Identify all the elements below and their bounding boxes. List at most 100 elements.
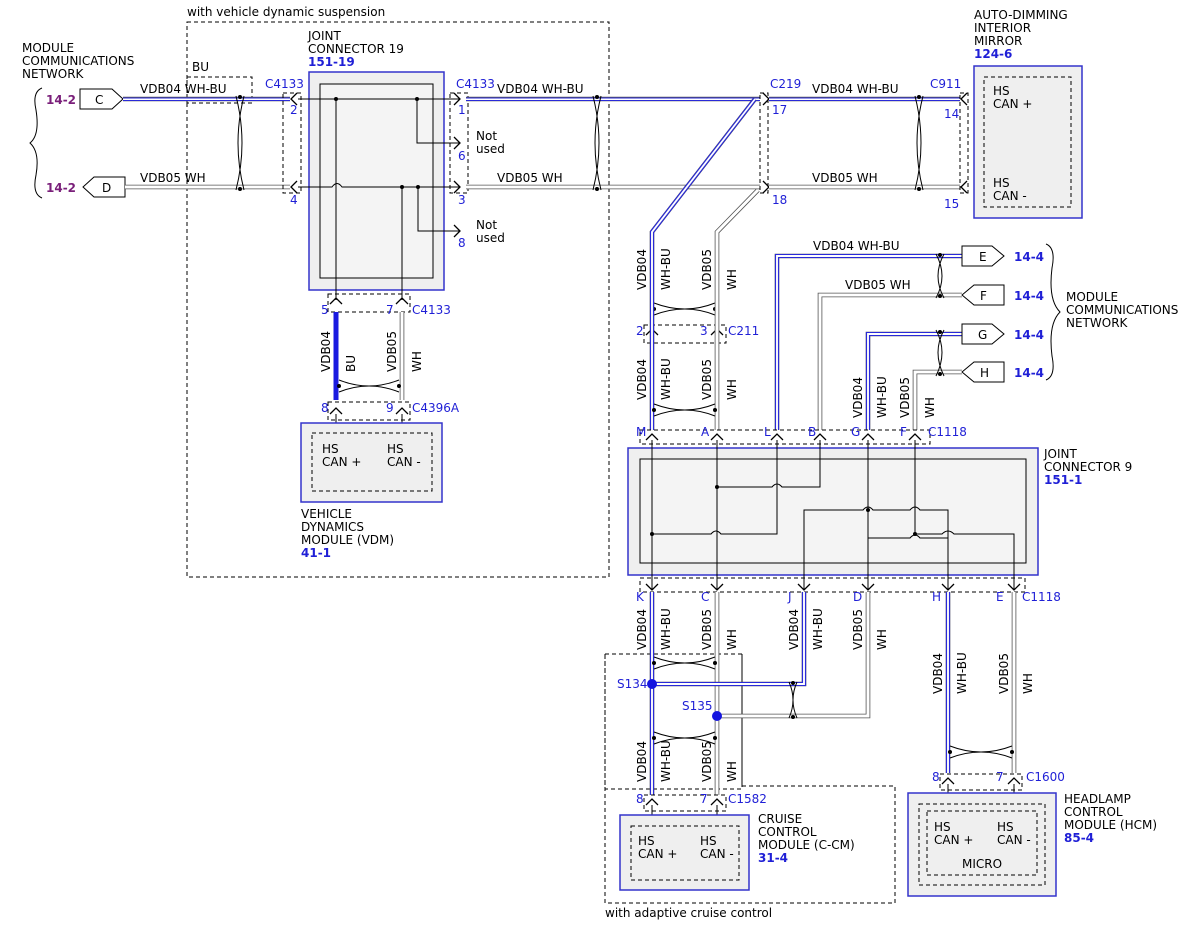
connector-f-letter: F [980, 289, 987, 303]
wire-label-vdb05-h: VDB05 [898, 377, 912, 418]
wire-label-vdb04-j: VDB04 [787, 609, 801, 650]
wire-k-to-ccm [649, 592, 655, 795]
pin-18: 18 [772, 193, 787, 207]
pin-4: 4 [290, 193, 298, 207]
wire-label-vdb05-mid: VDB05 WH [497, 171, 563, 185]
connector-h-arrow [961, 361, 1005, 383]
not-used-6b: used [476, 142, 505, 156]
wire-label-wh-h: WH [923, 397, 937, 418]
wire-label-f: VDB05 WH [845, 278, 911, 292]
twist-hcm [949, 745, 1013, 759]
connector-c-letter: C [95, 93, 103, 107]
acc-option-label: with adaptive cruise control [605, 906, 772, 920]
twist-mid [592, 95, 602, 191]
pin-a: A [701, 425, 710, 439]
hcm-name-2: CONTROL [1064, 805, 1123, 819]
wire-f [817, 292, 962, 430]
connector-c-arrow [79, 88, 124, 110]
pin-5: 5 [321, 303, 329, 317]
wire-label-vdb05-mirror: VDB05 WH [812, 171, 878, 185]
connector-g-letter: G [978, 328, 987, 342]
wire-label-wh-vdm: WH [410, 351, 424, 372]
c1582-id: C1582 [728, 792, 767, 806]
wire-label-vdb04-ccm: VDB04 [635, 741, 649, 782]
wire-label-vdb05-c: VDB05 [700, 609, 714, 650]
wire-label-wh-c211b: WH [725, 379, 739, 400]
wire-label-wh-c: WH [725, 629, 739, 650]
pin-8: 8 [458, 236, 466, 250]
c4133-right-id: C4133 [456, 77, 495, 91]
mirror-name: AUTO-DIMMING [974, 8, 1068, 22]
pin-f: F [900, 425, 907, 439]
jc9-ref: 151-1 [1044, 473, 1082, 487]
mcn-left-brace [29, 87, 43, 199]
twist-ccm [653, 731, 716, 745]
vds-option-box [186, 21, 610, 578]
vdm-hs-1: HS [322, 442, 339, 456]
wire-label-vdb04-c211a: VDB04 [635, 249, 649, 290]
c4396a-id: C4396A [412, 401, 460, 415]
c4133-bottom-id: C4133 [412, 303, 451, 317]
pin-k: K [636, 590, 645, 604]
pin-1: 1 [458, 103, 466, 117]
mirror-canm: CAN - [993, 189, 1027, 203]
pin-3-c211: 3 [700, 324, 708, 338]
connector-d-letter: D [102, 181, 111, 195]
hcm-hs-2: HS [997, 820, 1014, 834]
not-used-8b: used [476, 231, 505, 245]
mirror-ref: 124-6 [974, 47, 1012, 61]
c211-id: C211 [728, 324, 759, 338]
ccm-canp: CAN + [638, 847, 677, 861]
wire-h-to-hcm [945, 592, 951, 773]
pin-7-hcm: 7 [996, 770, 1004, 784]
hcm-micro: MICRO [962, 857, 1002, 871]
wire-diag-vdb05 [714, 188, 760, 300]
hcm-canp: CAN + [934, 833, 973, 847]
twist-left [235, 95, 245, 191]
vdm-ref: 41-1 [301, 546, 331, 560]
mcn-right-label: MODULE [1066, 290, 1118, 304]
c1118-top-id: C1118 [928, 425, 967, 439]
pin-7-ccm: 7 [700, 792, 708, 806]
twist-ef [935, 253, 945, 299]
pin-m: M [636, 425, 646, 439]
jc19-name-2: CONNECTOR 19 [308, 42, 404, 56]
wire-label-whbu-c211a: WH-BU [659, 248, 673, 290]
mcn-left-label-3: NETWORK [22, 67, 85, 81]
wire-label-wh-c211a: WH [725, 269, 739, 290]
wire-label-vdb05-ccm: VDB05 [700, 741, 714, 782]
wire-label-vdb04-c211b: VDB04 [635, 359, 649, 400]
mcn-left-label-2: COMMUNICATIONS [22, 54, 134, 68]
wire-label-e: VDB04 WH-BU [813, 239, 900, 253]
twist-c211a [653, 302, 716, 316]
twist-vdm [338, 379, 400, 393]
acc-option-box [604, 654, 896, 904]
connector-h-letter: H [980, 366, 989, 380]
wire-label-vdb04-hcm: VDB04 [931, 653, 945, 694]
vds-option-label: with vehicle dynamic suspension [187, 5, 385, 19]
pin-15: 15 [944, 197, 959, 211]
c219-id: C219 [770, 77, 801, 91]
wire-label-wh-d: WH [875, 629, 889, 650]
pin-7: 7 [386, 303, 394, 317]
page-ref-g: 14-4 [1014, 328, 1044, 342]
page-ref-c: 14-2 [46, 93, 76, 107]
wire-label-whbu-c211b: WH-BU [659, 358, 673, 400]
ccm-name: CRUISE [758, 812, 802, 826]
pin-8-vdm: 8 [321, 401, 329, 415]
ccm-canm: CAN - [700, 847, 734, 861]
hcm-canm: CAN - [997, 833, 1031, 847]
splice-s134 [647, 679, 657, 689]
hcm-name: HEADLAMP [1064, 792, 1131, 806]
mirror-box [973, 65, 1083, 219]
mcn-right-brace [1045, 243, 1061, 381]
connector-g-arrow [961, 323, 1005, 345]
s135-label: S135 [682, 699, 713, 713]
pin-l: L [764, 425, 771, 439]
wire-vdb04-left [123, 96, 290, 102]
wire-label-vdb05-left: VDB05 WH [140, 171, 206, 185]
wire-vdb04-mid [466, 96, 760, 102]
s134-label: S134 [617, 677, 648, 691]
wire-j-to-s134 [652, 592, 807, 687]
